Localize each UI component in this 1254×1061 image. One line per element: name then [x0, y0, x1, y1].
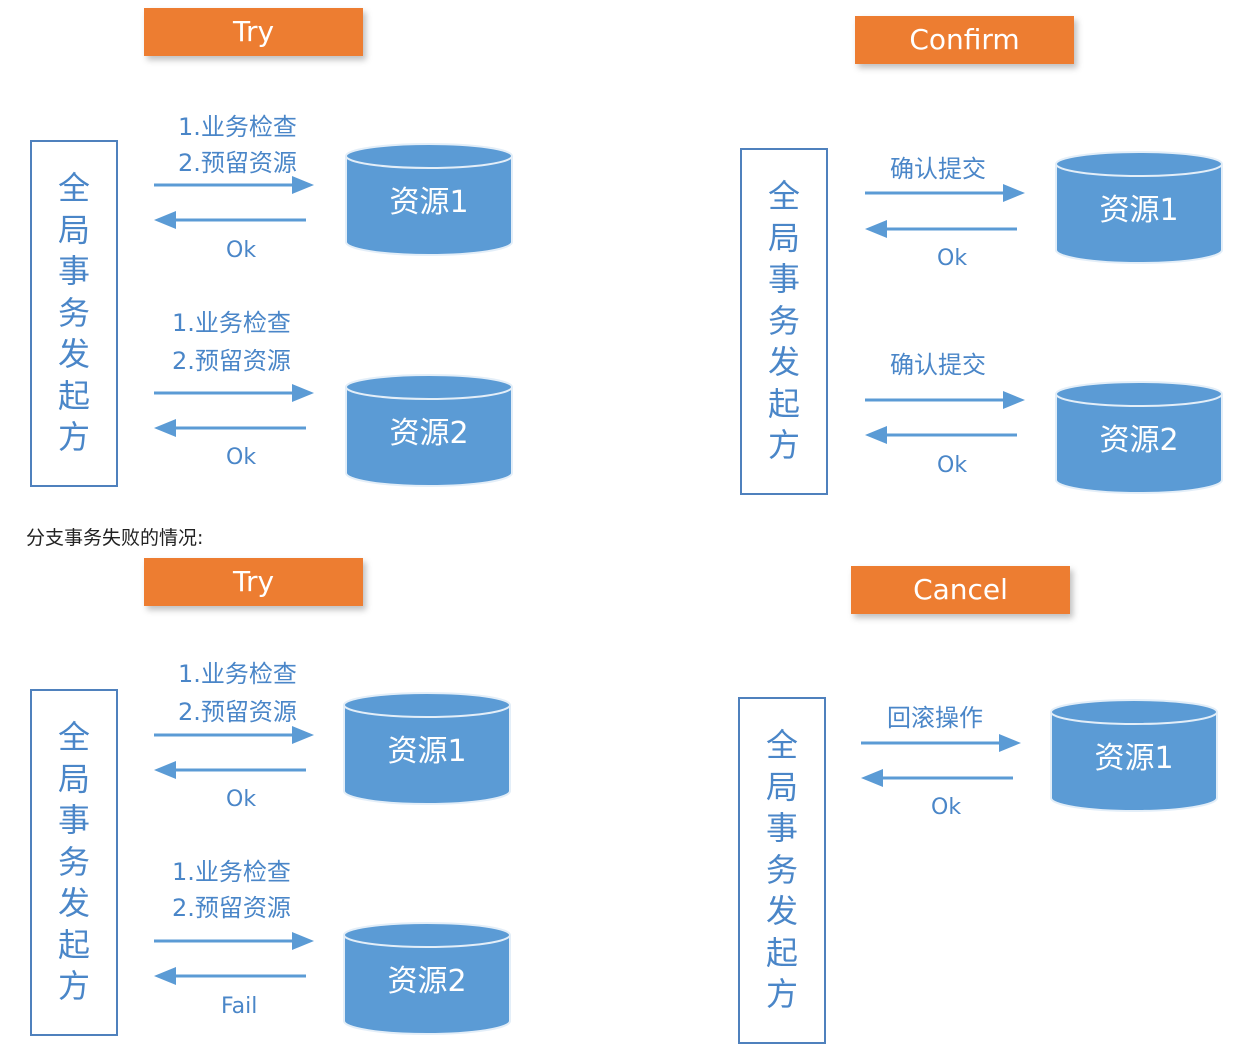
phase-label-cancel: Cancel [851, 566, 1070, 614]
initiator-label: 全局事务发起方 [57, 718, 90, 1006]
database-cylinder-icon [345, 143, 513, 256]
database-cylinder-icon [345, 374, 513, 487]
request-note-line2: 2.预留资源 [172, 347, 291, 375]
arrow-right-icon [154, 384, 314, 402]
phase-label-try: Try [144, 8, 363, 56]
resource-label: 资源1 [389, 185, 469, 220]
request-note: 回滚操作 [887, 704, 983, 732]
global-transaction-initiator: 全局事务发起方 [740, 148, 828, 495]
arrow-left-icon [865, 426, 1017, 444]
initiator-label: 全局事务发起方 [767, 177, 800, 465]
resource-label: 资源2 [389, 416, 469, 451]
response-fail: Fail [221, 994, 258, 1019]
request-note-line1: 1.业务检查 [172, 309, 291, 337]
database-cylinder-icon [343, 692, 511, 805]
request-note: 确认提交 [890, 351, 986, 379]
response-ok: Ok [937, 246, 968, 271]
phase-label-try: Try [144, 558, 363, 606]
arrow-right-icon [861, 734, 1021, 752]
resource-label: 资源1 [1099, 193, 1179, 228]
initiator-label: 全局事务发起方 [57, 169, 90, 457]
arrow-right-icon [154, 726, 314, 744]
request-note: 确认提交 [890, 155, 986, 183]
arrow-right-icon [154, 932, 314, 950]
request-note-line2: 2.预留资源 [178, 149, 297, 177]
request-note-line2: 2.预留资源 [178, 698, 297, 726]
request-note-line2: 2.预留资源 [172, 894, 291, 922]
resource-label: 资源2 [1099, 423, 1179, 458]
arrow-left-icon [154, 761, 306, 779]
request-note-line1: 1.业务检查 [172, 858, 291, 886]
resource-label: 资源1 [387, 734, 467, 769]
request-note-line1: 1.业务检查 [178, 660, 297, 688]
arrow-left-icon [865, 220, 1017, 238]
response-ok: Ok [226, 787, 257, 812]
arrow-right-icon [865, 391, 1025, 409]
arrow-left-icon [154, 967, 306, 985]
arrow-left-icon [861, 769, 1013, 787]
arrow-left-icon [154, 419, 306, 437]
global-transaction-initiator: 全局事务发起方 [30, 140, 118, 487]
response-ok: Ok [931, 795, 962, 820]
request-note-line1: 1.业务检查 [178, 113, 297, 141]
global-transaction-initiator: 全局事务发起方 [738, 697, 826, 1044]
database-cylinder-icon [1055, 151, 1223, 264]
database-cylinder-icon [343, 922, 511, 1035]
arrow-right-icon [865, 184, 1025, 202]
global-transaction-initiator: 全局事务发起方 [30, 689, 118, 1036]
arrow-right-icon [154, 176, 314, 194]
response-ok: Ok [226, 445, 257, 470]
section-caption: 分支事务失败的情况: [26, 527, 204, 549]
response-ok: Ok [226, 238, 257, 263]
database-cylinder-icon [1050, 699, 1218, 812]
initiator-label: 全局事务发起方 [765, 726, 798, 1014]
resource-label: 资源1 [1094, 741, 1174, 776]
database-cylinder-icon [1055, 381, 1223, 494]
resource-label: 资源2 [387, 964, 467, 999]
phase-label-confirm: Confirm [855, 16, 1074, 64]
arrow-left-icon [154, 211, 306, 229]
response-ok: Ok [937, 453, 968, 478]
